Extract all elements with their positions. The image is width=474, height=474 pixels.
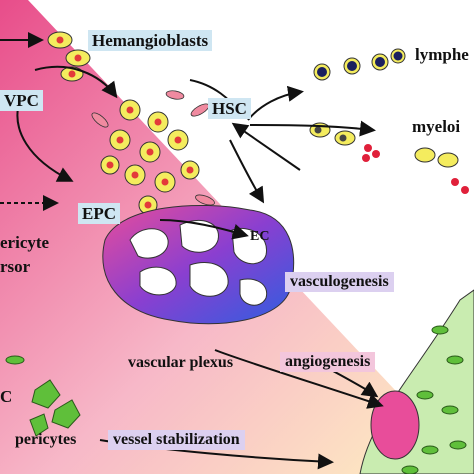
label-hsc: HSC	[208, 98, 251, 119]
label-vascular-plexus: vascular plexus	[128, 354, 234, 371]
myeloid-cells	[309, 122, 469, 194]
pericyte-cells	[5, 355, 81, 437]
label-pericyte: ericyte	[0, 233, 50, 252]
label-precursor: rsor	[0, 257, 31, 276]
hemangioblast-cells	[47, 31, 91, 82]
label-hemangioblasts: Hemangioblasts	[88, 30, 213, 51]
label-myeloid: myeloi	[412, 117, 461, 136]
cell-cluster	[91, 90, 215, 242]
label-lymphoid: lymphe	[415, 45, 469, 64]
lymphoid-cells	[313, 48, 406, 81]
label-c-left: C	[0, 387, 13, 406]
label-epc: EPC	[78, 203, 120, 224]
label-vasculogenesis: vasculogenesis	[285, 272, 394, 292]
label-ec: EC	[250, 229, 270, 244]
label-angiogenesis: angiogenesis	[280, 352, 376, 372]
label-vpc: VPC	[0, 90, 43, 111]
label-vessel-stabilization: vessel stabilization	[108, 430, 245, 450]
label-pericytes: pericytes	[15, 431, 77, 448]
